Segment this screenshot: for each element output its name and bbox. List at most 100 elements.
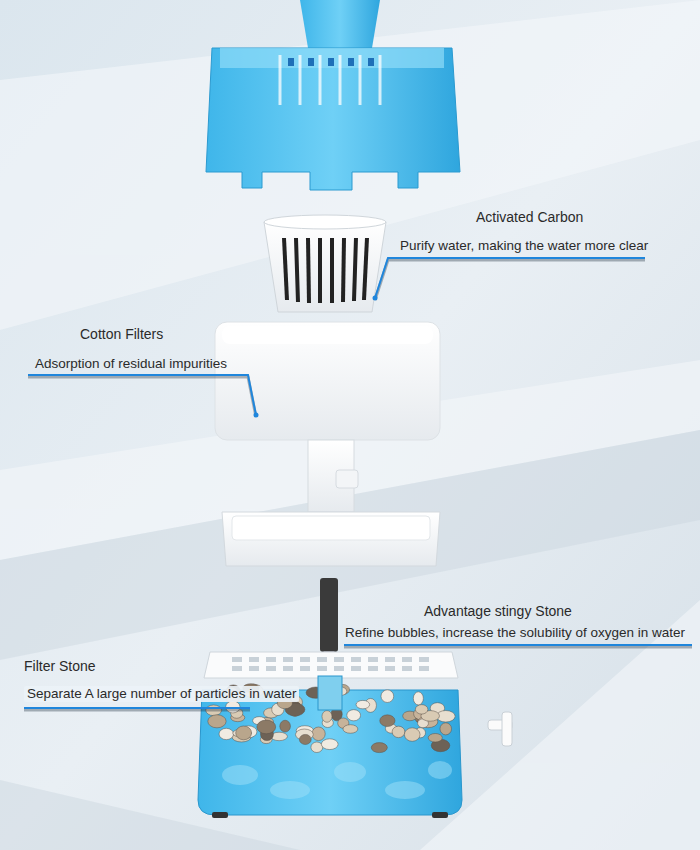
filter-stones-part <box>321 739 338 750</box>
filter-stones-part <box>257 720 276 734</box>
tray-face <box>232 516 430 540</box>
filter-stones-part <box>428 734 442 743</box>
leader-lines-blue <box>24 258 692 708</box>
cover-spout <box>300 0 380 48</box>
background-facets-part <box>0 0 700 330</box>
container-waves-part <box>270 781 310 799</box>
cup-rim <box>264 215 386 229</box>
base <box>198 652 462 818</box>
filter-stones-part <box>236 726 252 740</box>
cover-slots-part <box>308 58 314 66</box>
lid-grid-part <box>419 666 429 671</box>
base-feet-part <box>432 812 448 818</box>
filter-stones-part <box>415 705 427 714</box>
lid-grid-part <box>232 657 242 662</box>
filter-stones-part <box>347 710 361 721</box>
lid-grid-part <box>266 666 276 671</box>
filter-stones-part <box>312 727 325 741</box>
base-feet-part <box>212 812 228 818</box>
lid-grid-part <box>334 657 344 662</box>
cup-body <box>264 222 386 312</box>
lid-grid-part <box>300 657 310 662</box>
riser-tube <box>308 440 358 512</box>
lid-outlet <box>318 676 342 710</box>
part-name: Advantage stingy Stone <box>424 603 572 620</box>
tray <box>222 512 440 566</box>
part-name: Cotton Filters <box>80 326 163 343</box>
base-feet <box>212 812 448 818</box>
filter-stone-leader <box>24 707 250 709</box>
cotton-highlight <box>222 326 433 344</box>
cotton-leader <box>28 375 256 415</box>
elbow-fitting-part <box>502 712 512 746</box>
leader-dots-part <box>254 413 259 418</box>
part-description: Refine bubbles, increase the solubility … <box>345 625 685 641</box>
lid-grid-part <box>402 657 412 662</box>
filter-stones-part <box>299 734 311 744</box>
filter-stones-part <box>413 692 423 705</box>
leader-shadows-part <box>24 709 250 712</box>
cover-slots-part <box>368 58 374 66</box>
leader-dots <box>254 296 378 418</box>
lid-grid-part <box>232 666 242 671</box>
filter-stones-part <box>356 700 370 708</box>
part-description: Adsorption of residual impurities <box>35 356 227 372</box>
filter-stones-part <box>208 715 226 728</box>
leader-shadows <box>24 260 692 710</box>
cup-stripes-part <box>308 238 309 303</box>
lid-grid-part <box>334 666 344 671</box>
cover-slots-part <box>348 58 354 66</box>
cover-ribs <box>280 55 380 105</box>
cup-stripes-part <box>330 238 334 303</box>
filter-stones-part <box>322 711 332 723</box>
cup-stripes-part <box>284 238 287 300</box>
cup-stripes <box>284 238 367 303</box>
lid-grid-part <box>283 666 293 671</box>
lid-grid-part <box>283 657 293 662</box>
filter-stones-part <box>381 690 394 703</box>
carbon-leader <box>375 258 645 298</box>
cup-stripes-part <box>354 238 356 301</box>
filter-stones-part <box>280 720 291 732</box>
top-cover <box>206 0 460 190</box>
leader-shadows-part <box>344 646 692 649</box>
stone-leader <box>344 644 692 646</box>
lid-grid-part <box>351 657 361 662</box>
lid-grid-part <box>402 666 412 671</box>
background-shadows <box>0 430 700 850</box>
container-waves-part <box>222 765 258 785</box>
cup-stripes-part <box>364 238 367 300</box>
lid-grid-part <box>368 657 378 662</box>
cover-ribs-part <box>299 55 302 105</box>
lid-grid-part <box>419 657 429 662</box>
cover-slots <box>288 58 374 66</box>
lid-grid-part <box>266 657 276 662</box>
filter-stones-part <box>371 743 387 753</box>
container-waves <box>222 761 452 799</box>
cover-slots-part <box>288 58 294 66</box>
lid-grid-part <box>351 666 361 671</box>
cover-ribs-part <box>339 55 342 105</box>
lid-grid-part <box>249 666 259 671</box>
part-name: Activated Carbon <box>476 209 583 226</box>
part-description: Separate A large number of particles in … <box>24 686 299 702</box>
tray-body <box>222 512 440 566</box>
tube-nub <box>336 470 358 488</box>
lid-grid-part <box>368 666 378 671</box>
cover-slots-part <box>328 58 334 66</box>
lid-grid-part <box>385 657 395 662</box>
cover-top-face <box>220 48 444 68</box>
container-waves-part <box>428 761 452 779</box>
container-waves-part <box>385 781 425 799</box>
cup-stripes-part <box>318 238 322 303</box>
part-name: Filter Stone <box>24 658 96 675</box>
cover-ribs-part <box>379 55 382 105</box>
leader-shadows-part <box>28 377 256 417</box>
cover-ribs-part <box>359 55 362 105</box>
stone-body <box>320 578 338 652</box>
leader-shadows-part <box>375 260 645 300</box>
